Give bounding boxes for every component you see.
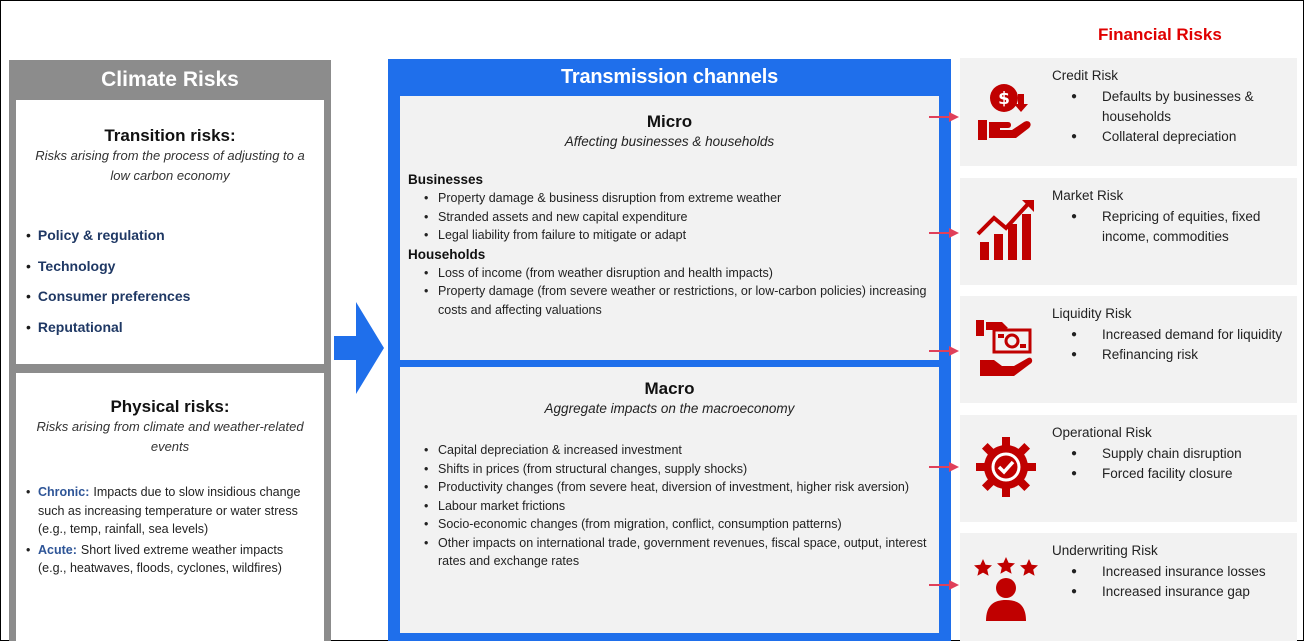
person-stars-icon: [974, 557, 1038, 621]
list-item: Supply chain disruption: [1052, 444, 1291, 464]
transition-risk-item: Consumer preferences: [26, 281, 324, 312]
climate-risks-panel: Climate Risks Transition risks: Risks ar…: [9, 60, 331, 641]
market-risk-box: Market Risk Repricing of equities, fixed…: [960, 178, 1297, 285]
list-item: Increased demand for liquidity: [1052, 325, 1291, 345]
financial-risks-title: Financial Risks: [1098, 25, 1222, 44]
operational-risk-box: Operational Risk Supply chain disruption…: [960, 415, 1297, 522]
households-list: Loss of income (from weather disruption …: [400, 264, 939, 320]
transition-risk-item: Reputational: [26, 312, 324, 343]
connector-arrow-icon: [929, 112, 959, 122]
list-item: Stranded assets and new capital expendit…: [424, 208, 929, 227]
physical-risks-heading: Physical risks:: [110, 397, 230, 416]
transition-risks-list: Policy & regulation Technology Consumer …: [16, 220, 324, 342]
money-hand-icon: $: [978, 84, 1031, 140]
physical-risks-list: Chronic:Impacts due to slow insidious ch…: [16, 483, 324, 578]
svg-text:$: $: [998, 89, 1010, 109]
list-item: Refinancing risk: [1052, 345, 1291, 365]
liquidity-risk-name: Liquidity Risk: [1052, 306, 1132, 321]
market-risk-list: Repricing of equities, fixed income, com…: [1052, 207, 1291, 247]
physical-risk-text: Impacts due to slow insidious change suc…: [38, 485, 301, 536]
list-item: Capital depreciation & increased investm…: [424, 441, 929, 460]
list-item: Repricing of equities, fixed income, com…: [1052, 207, 1291, 247]
micro-heading: Micro: [646, 112, 693, 131]
physical-risk-item: Chronic:Impacts due to slow insidious ch…: [26, 483, 314, 539]
households-heading: Households: [408, 246, 486, 262]
list-item: Increased insurance losses: [1052, 562, 1291, 582]
connector-arrow-icon: [929, 580, 959, 590]
transition-risks-subtitle: Risks arising from the process of adjust…: [35, 148, 305, 183]
credit-risk-box: $ Credit Risk Defaults by businesses & h…: [960, 58, 1297, 166]
connector-arrow-icon: [929, 228, 959, 238]
physical-risk-text: Short lived extreme weather impacts (e.g…: [38, 542, 284, 576]
physical-risks-subtitle: Risks arising from climate and weather-r…: [36, 419, 304, 454]
macro-box: Macro Aggregate impacts on the macroecon…: [400, 367, 939, 633]
connector-arrow-icon: [929, 462, 959, 472]
list-item: Collateral depreciation: [1052, 127, 1291, 147]
physical-risk-label: Chronic:: [38, 485, 90, 499]
underwriting-risk-name: Underwriting Risk: [1052, 543, 1158, 558]
list-item: Increased insurance gap: [1052, 582, 1291, 602]
underwriting-risk-list: Increased insurance losses Increased ins…: [1052, 562, 1291, 602]
macro-list: Capital depreciation & increased investm…: [400, 441, 939, 571]
transition-risks-box: Transition risks: Risks arising from the…: [16, 100, 324, 364]
micro-box: Micro Affecting businesses & households …: [400, 96, 939, 360]
list-item: Legal liability from failure to mitigate…: [424, 226, 929, 245]
transition-risks-heading: Transition risks:: [104, 126, 236, 145]
operational-risk-name: Operational Risk: [1052, 425, 1152, 440]
list-item: Defaults by businesses & households: [1052, 87, 1291, 127]
gear-check-icon: [976, 437, 1036, 497]
transition-risk-item: Policy & regulation: [26, 220, 324, 251]
physical-risks-box: Physical risks: Risks arising from clima…: [16, 373, 324, 641]
list-item: Loss of income (from weather disruption …: [424, 264, 929, 283]
transition-risk-item: Technology: [26, 251, 324, 282]
list-item: Forced facility closure: [1052, 464, 1291, 484]
list-item: Labour market frictions: [424, 497, 929, 516]
transmission-channels-panel: Transmission channels Micro Affecting bu…: [388, 59, 951, 641]
credit-risk-list: Defaults by businesses & households Coll…: [1052, 87, 1291, 147]
macro-subtitle: Aggregate impacts on the macroeconomy: [544, 401, 795, 416]
operational-risk-list: Supply chain disruption Forced facility …: [1052, 444, 1291, 484]
credit-risk-name: Credit Risk: [1052, 68, 1119, 83]
list-item: Socio-economic changes (from migration, …: [424, 515, 929, 534]
micro-subtitle: Affecting businesses & households: [564, 134, 775, 149]
climate-risks-title: Climate Risks: [101, 68, 239, 91]
businesses-heading: Businesses: [408, 172, 484, 187]
liquidity-risk-box: Liquidity Risk Increased demand for liqu…: [960, 296, 1297, 403]
list-item: Property damage (from severe weather or …: [424, 282, 929, 319]
underwriting-risk-box: Underwriting Risk Increased insurance lo…: [960, 533, 1297, 641]
list-item: Shifts in prices (from structural change…: [424, 460, 929, 479]
businesses-list: Property damage & business disruption fr…: [400, 189, 939, 245]
cash-exchange-icon: [976, 320, 1033, 376]
flow-arrow-icon: [334, 302, 384, 394]
connector-arrow-icon: [929, 346, 959, 356]
list-item: Other impacts on international trade, go…: [424, 534, 929, 571]
physical-risk-label: Acute:: [38, 542, 77, 557]
list-item: Property damage & business disruption fr…: [424, 189, 929, 208]
macro-heading: Macro: [644, 379, 695, 398]
rising-chart-icon: [976, 200, 1034, 260]
list-item: Productivity changes (from severe heat, …: [424, 478, 929, 497]
liquidity-risk-list: Increased demand for liquidity Refinanci…: [1052, 325, 1291, 365]
market-risk-name: Market Risk: [1052, 188, 1124, 203]
transmission-channels-title: Transmission channels: [561, 66, 778, 88]
physical-risk-item: Acute:Short lived extreme weather impact…: [26, 541, 314, 578]
